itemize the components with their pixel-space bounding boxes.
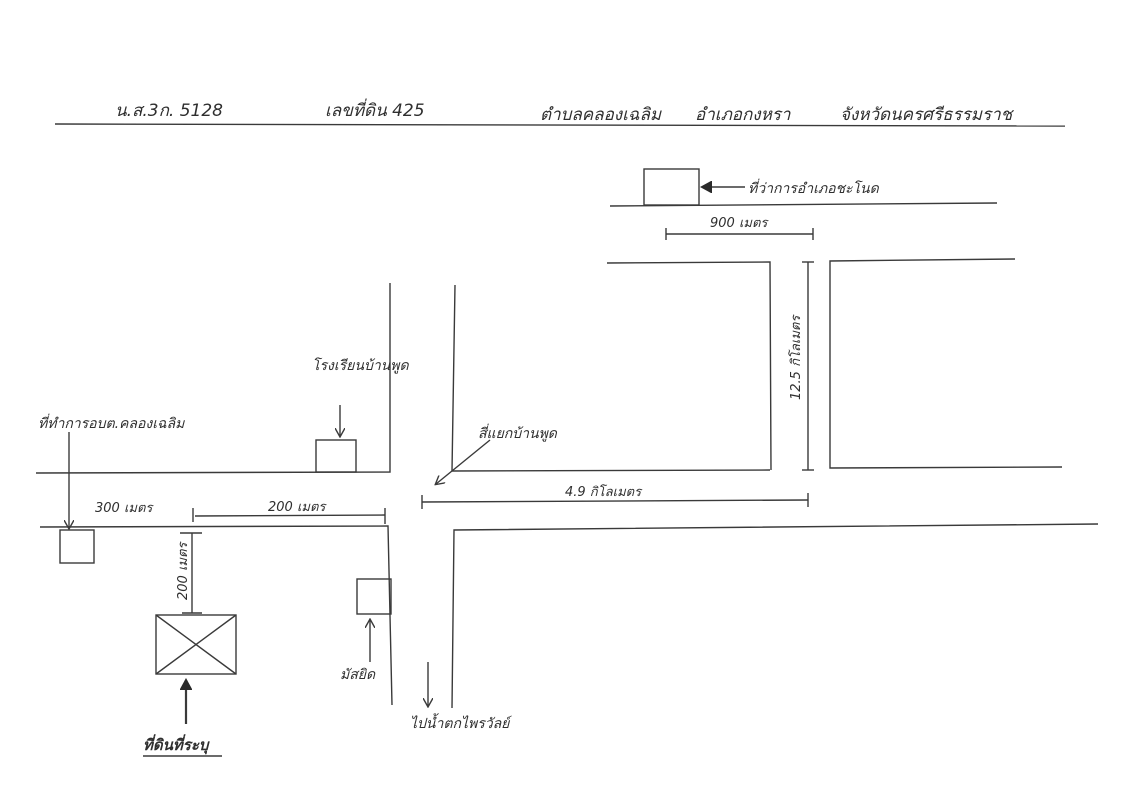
dim-4-9-label: 4.9 กิโลเมตร	[565, 484, 643, 500]
province-name: จังหวัดนครศรีธรรมราช	[840, 105, 1015, 125]
block-left-upper-west	[35, 283, 391, 474]
mosque-building	[356, 578, 392, 615]
block-center	[451, 284, 771, 472]
block-lower-right	[451, 523, 1099, 709]
block-lower-left	[39, 525, 393, 706]
school-building	[315, 439, 357, 473]
dim-300-label: 300 เมตร	[95, 501, 154, 516]
site-box	[155, 614, 237, 675]
mosque-label: มัสยิด	[340, 667, 376, 683]
site-cross-b	[155, 614, 237, 675]
site-parcel	[155, 614, 237, 675]
parcel-number: เลขที่ดิน 425	[325, 98, 425, 121]
deed-number: น.ส.3ก. 5128	[115, 101, 223, 121]
dim-4-9-line	[421, 499, 809, 503]
tao-office-label: ที่ทำการอบต.คลองเฉลิม	[38, 413, 185, 432]
header-underline	[54, 123, 1066, 127]
district-name: อำเภอกงหรา	[695, 105, 791, 125]
site-label: ที่ดินที่ระบุ	[143, 734, 210, 755]
waterfall-label: ไปน้ำตกไพรวัลย์	[410, 713, 512, 732]
dim-200h-label: 200 เมตร	[268, 500, 327, 515]
district-office-building	[643, 168, 700, 206]
district-office-group: ที่ว่าการอำเภอชะโนด 900 เมตร	[609, 168, 998, 240]
dim-900-label: 900 เมตร	[710, 216, 769, 231]
intersection-pointer	[436, 439, 491, 484]
dim-12-5-label: 12.5 กิโลเมตร	[788, 314, 804, 400]
intersection-label: สี่แยกบ้านพูด	[478, 423, 558, 442]
header: น.ส.3ก. 5128 เลขที่ดิน 425 ตำบลคลองเฉลิม…	[54, 98, 1066, 127]
district-office-label: ที่ว่าการอำเภอชะโนด	[748, 178, 880, 197]
block-left-upper	[606, 261, 772, 471]
tao-office-building	[59, 529, 95, 564]
dim-200v-label: 200 เมตร	[176, 541, 191, 600]
road-top	[609, 202, 998, 207]
subdistrict-name: ตำบลคลองเฉลิม	[540, 105, 662, 125]
school-label: โรงเรียนบ้านพูด	[312, 357, 410, 374]
block-right-upper	[829, 258, 1063, 469]
dim-200h-line	[194, 514, 386, 517]
